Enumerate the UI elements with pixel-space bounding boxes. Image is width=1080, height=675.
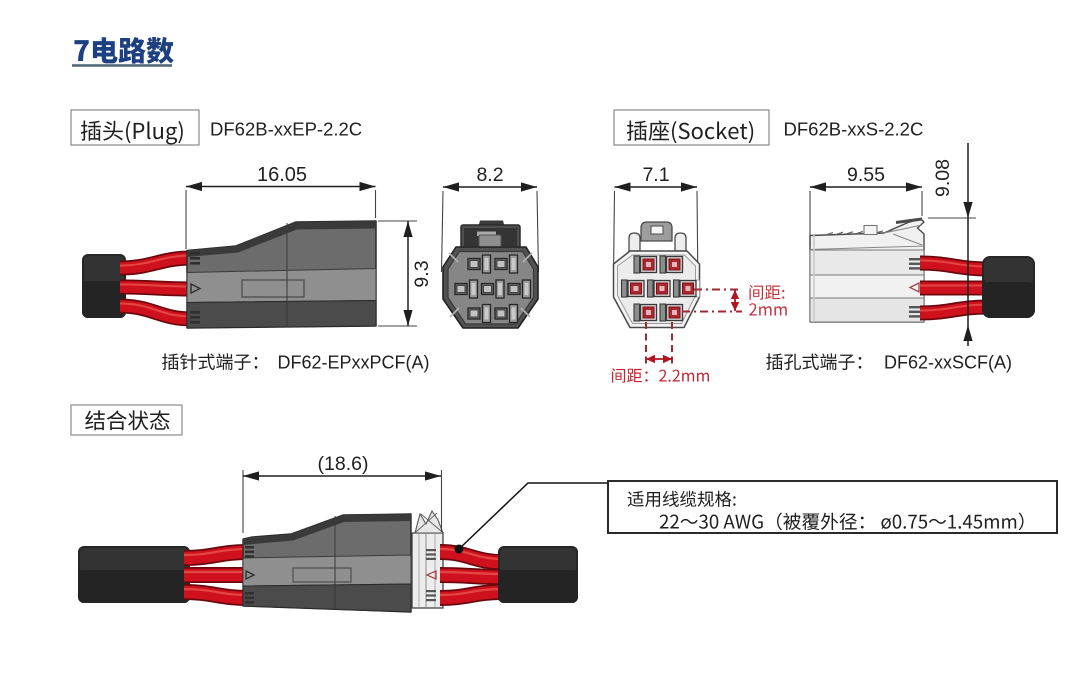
svg-text:DF62B-xxS-2.2C: DF62B-xxS-2.2C (784, 119, 924, 140)
svg-text:16.05: 16.05 (257, 164, 307, 186)
svg-text:DF62-EPxxPCF(A): DF62-EPxxPCF(A) (278, 353, 430, 373)
svg-text:9.3: 9.3 (411, 260, 433, 287)
svg-text:8.2: 8.2 (476, 164, 503, 186)
svg-text:9.55: 9.55 (847, 164, 885, 186)
svg-text:DF62-xxSCF(A): DF62-xxSCF(A) (884, 353, 1012, 373)
svg-text:DF62B-xxEP-2.2C: DF62B-xxEP-2.2C (210, 119, 362, 140)
svg-text:9.08: 9.08 (932, 159, 954, 197)
svg-text:7.1: 7.1 (642, 164, 669, 186)
svg-text:(18.6): (18.6) (318, 453, 369, 475)
